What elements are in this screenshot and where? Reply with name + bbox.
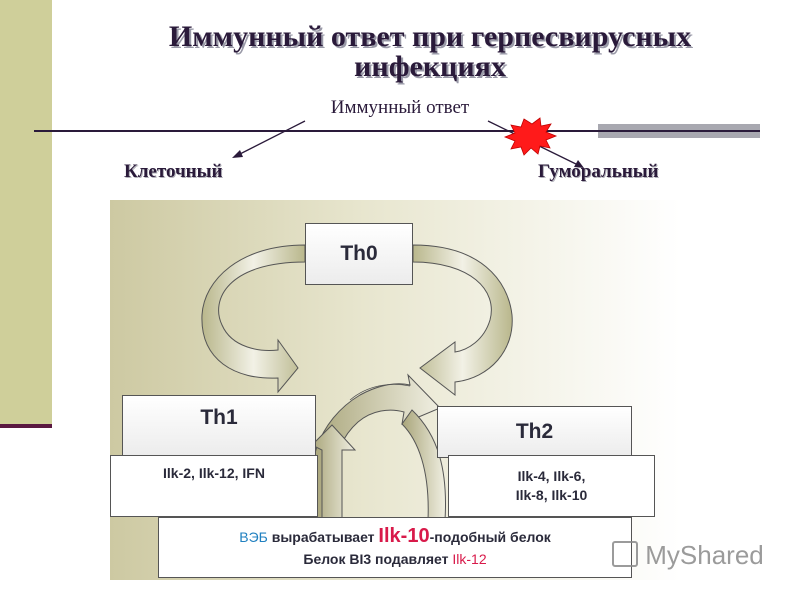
th2-label: Th2: [515, 420, 554, 443]
curved-arrow-th0-th2: [412, 244, 513, 397]
title-line-2: инфекциях: [354, 50, 506, 83]
red-burst-icon: [503, 117, 558, 156]
ebv-label: ВЭБ: [239, 529, 268, 545]
th2-cytokines-line1: Ilk-4, Ilk-6,: [517, 468, 586, 484]
watermark-icon: [612, 541, 638, 567]
watermark-logo: MyShared: [612, 540, 764, 571]
left-decor-bar: [0, 0, 52, 425]
ilk10-label: Ilk-10: [378, 525, 430, 547]
watermark-text: MyShared: [645, 540, 764, 570]
ebv-line1-rest: -подобный белок: [429, 529, 551, 545]
th2-cytokines-line2: Ilk-8, Ilk-10: [515, 487, 588, 503]
th2-box: Th2: [437, 406, 632, 458]
cellular-label: Клеточный: [124, 161, 223, 182]
ebv-line2-start: Белок BI3 подавляет: [303, 551, 453, 567]
ebv-line-1: ВЭБ вырабатывает Ilk-10-подобный белок: [239, 525, 551, 548]
th0-box: Th0: [305, 223, 413, 285]
th1-cytokines-box: Ilk-2, Ilk-12, IFN: [110, 455, 318, 517]
title-line-1: Иммунный ответ при герпесвирусных: [168, 20, 692, 53]
th2-cytokines-box: Ilk-4, Ilk-6, Ilk-8, Ilk-10: [448, 455, 655, 517]
humoral-label: Гуморальный: [538, 161, 659, 182]
ebv-box: ВЭБ вырабатывает Ilk-10-подобный белок Б…: [158, 517, 632, 578]
pointer-arrow-left: [232, 120, 306, 158]
th1-label: Th1: [200, 406, 238, 429]
slide-title: Иммунный ответ при герпесвирусных инфекц…: [60, 22, 800, 82]
inner-curved-arrow: [310, 373, 446, 521]
ebv-line-2: Белок BI3 подавляет Ilk-12: [303, 548, 486, 570]
immune-response-label: Иммунный ответ: [330, 97, 470, 118]
th0-label: Th0: [340, 242, 378, 265]
th1-box: Th1: [122, 395, 316, 457]
ilk12-label: Ilk-12: [452, 551, 487, 567]
left-decor-line: [0, 424, 52, 428]
horizontal-rule: [34, 130, 760, 132]
curved-arrow-th0-th1: [201, 244, 306, 394]
ebv-produces: вырабатывает: [267, 529, 379, 545]
th1-cytokines: Ilk-2, Ilk-12, IFN: [163, 465, 265, 481]
